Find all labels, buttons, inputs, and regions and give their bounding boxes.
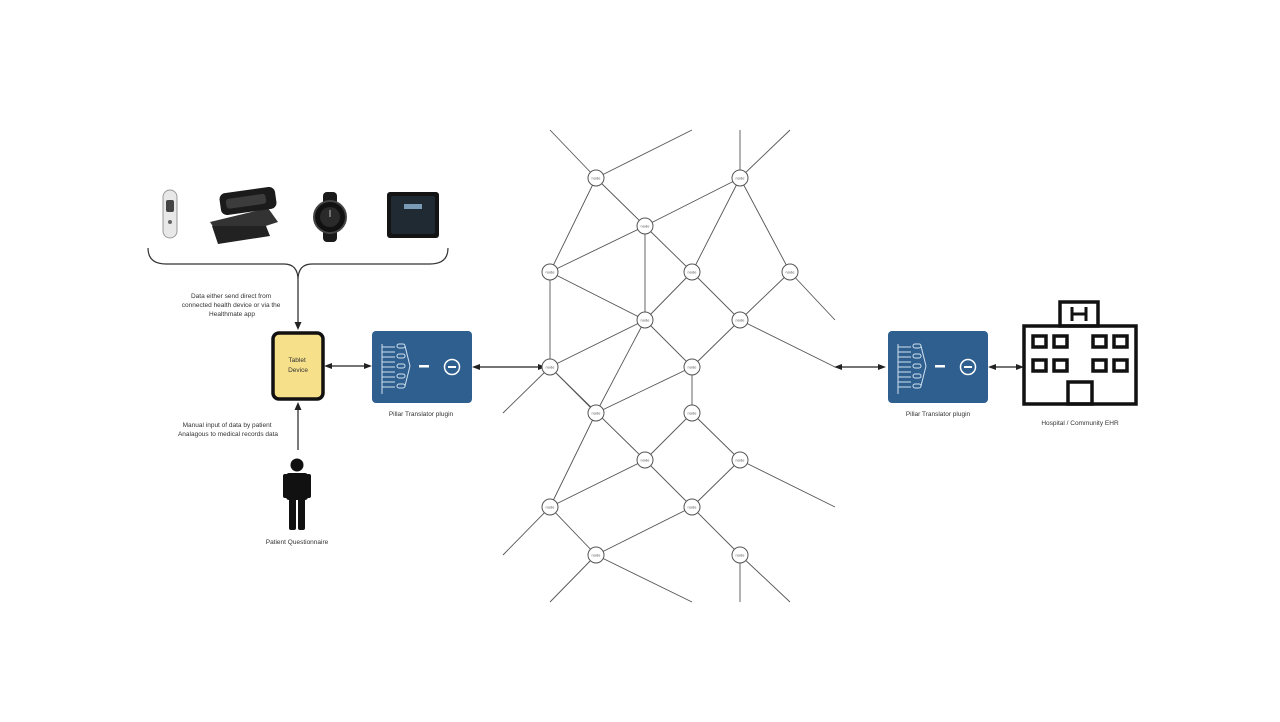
funnel-icon <box>897 343 927 394</box>
network-node-label: node <box>592 176 602 181</box>
devices-bracket <box>147 247 449 281</box>
hospital-h-letter <box>1070 307 1088 321</box>
network-node: node <box>587 546 605 564</box>
network-node-label: node <box>688 270 698 275</box>
network-node: node <box>541 358 559 376</box>
network-node: node <box>731 311 749 329</box>
network-node-label: node <box>546 270 556 275</box>
arrowhead-icon <box>324 363 332 369</box>
network-node-label: node <box>592 411 602 416</box>
network-node-label: node <box>641 318 651 323</box>
network-node: node <box>731 169 749 187</box>
network-nodes: node node node node node node node node node node… <box>541 169 799 564</box>
devices-caption: Data either send direct from connected h… <box>182 293 282 318</box>
smartwatch-icon <box>313 192 347 242</box>
network-node: node <box>781 263 799 281</box>
network-node: node <box>731 546 749 564</box>
arrowhead-icon <box>294 402 302 410</box>
network-node: node <box>587 169 605 187</box>
network-node-label: node <box>786 270 796 275</box>
plugin-left-label: Pillar Translator plugin <box>389 411 454 418</box>
arrowhead-icon <box>988 364 996 370</box>
network-node-label: node <box>641 224 651 229</box>
plugin-right-label: Pillar Translator plugin <box>906 411 971 418</box>
network-node-label: node <box>688 411 698 416</box>
arrowhead-icon <box>294 322 302 330</box>
network-node: node <box>541 263 559 281</box>
network-node: node <box>636 311 654 329</box>
network-node: node <box>683 358 701 376</box>
arrowhead-icon <box>364 363 372 369</box>
network-node: node <box>636 217 654 235</box>
network-node: node <box>683 498 701 516</box>
arrowhead-icon <box>834 364 842 370</box>
network-node-label: node <box>546 365 556 370</box>
tablet-label: Tablet Device <box>288 357 308 374</box>
manual-caption: Manual input of data by patient Analagou… <box>178 422 278 438</box>
network-node-label: node <box>688 365 698 370</box>
network-node-label: node <box>736 553 746 558</box>
funnel-icon <box>381 343 411 394</box>
arrowhead-icon <box>878 364 886 370</box>
network-node-label: node <box>736 318 746 323</box>
arrowhead-icon <box>472 364 480 370</box>
network-node: node <box>683 263 701 281</box>
smart-scale-icon <box>387 192 439 238</box>
network-node-label: node <box>641 458 651 463</box>
hospital-label: Hospital / Community EHR <box>1041 420 1119 427</box>
network-node-label: node <box>736 176 746 181</box>
person-icon <box>283 458 311 530</box>
pillar-translator-plugin-left[interactable] <box>372 331 472 403</box>
hospital-icon <box>1022 300 1138 406</box>
network-node-label: node <box>736 458 746 463</box>
arrowhead-icon <box>1016 364 1024 370</box>
network-node-label: node <box>592 553 602 558</box>
pillar-translator-plugin-right[interactable] <box>888 331 988 403</box>
patient-label: Patient Questionnaire <box>266 539 329 546</box>
tablet-device[interactable]: Tablet Device <box>271 331 325 401</box>
network-node-label: node <box>688 505 698 510</box>
network-node-label: node <box>546 505 556 510</box>
network-node: node <box>541 498 559 516</box>
thermometer-icon <box>162 189 178 239</box>
network-node: node <box>636 451 654 469</box>
network-edges <box>502 129 836 603</box>
network-node: node <box>587 404 605 422</box>
network-node: node <box>731 451 749 469</box>
network-node: node <box>683 404 701 422</box>
blood-pressure-monitor-icon <box>210 186 278 244</box>
